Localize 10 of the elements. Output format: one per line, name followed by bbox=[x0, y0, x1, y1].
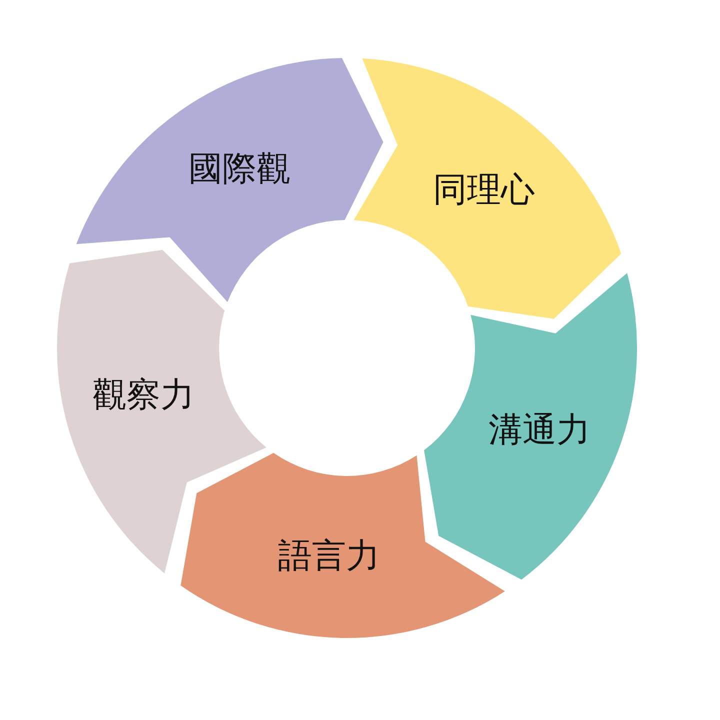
arrow-segment bbox=[353, 58, 622, 319]
arrow-segment bbox=[180, 452, 505, 638]
arrow-segment bbox=[57, 249, 267, 574]
segment-label: 觀察力 bbox=[92, 378, 194, 412]
segment-label: 溝通力 bbox=[488, 412, 590, 447]
arrow-segment bbox=[76, 58, 384, 303]
segment-label: 語言力 bbox=[278, 539, 380, 574]
arrow-segment bbox=[424, 272, 637, 580]
segment-label: 同理心 bbox=[433, 173, 536, 208]
segment-label: 國際觀 bbox=[188, 152, 290, 186]
